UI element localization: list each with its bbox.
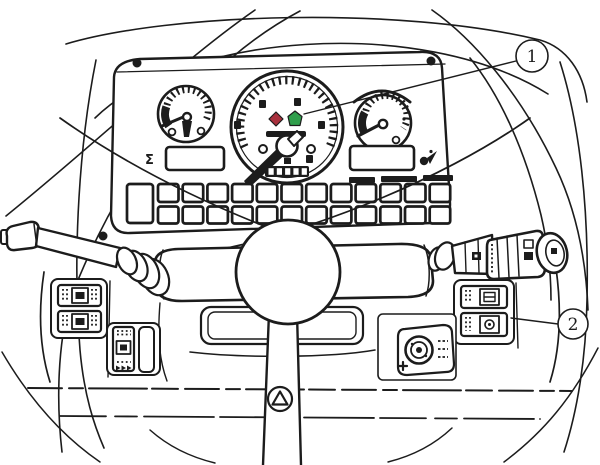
callout-1-label: 1 — [527, 47, 538, 67]
temperature-gauge-hood — [352, 89, 412, 104]
right-switch-panel — [453, 279, 515, 345]
temperature-gauge-band — [358, 110, 369, 136]
fuel-gauge-pivot-base — [182, 121, 192, 137]
left-display-window — [164, 145, 226, 172]
steering-hub-cover — [234, 218, 342, 326]
fuel-gauge-hub — [181, 111, 193, 123]
fuel-gauge-band — [161, 105, 173, 129]
fender-arc-left — [1, 351, 101, 463]
tachometer-ticks — [235, 75, 339, 149]
right-rocker-switch-upper — [459, 284, 509, 310]
stalk-collar — [485, 229, 547, 281]
collar-mark-filled — [524, 252, 533, 260]
temperature-gauge — [352, 89, 413, 153]
switch-icon — [479, 315, 500, 334]
tachometer — [229, 69, 345, 188]
fuel-gauge — [156, 84, 216, 144]
warning-light-grid — [125, 182, 452, 225]
key-position-marks — [438, 340, 448, 358]
panel-top-trim-line — [116, 63, 446, 73]
callout-1-leader-line — [303, 60, 517, 115]
fuel-gauge-screw-right — [196, 126, 206, 136]
instrument-panel: Σ — [98, 50, 453, 241]
temperature-gauge-screw — [391, 135, 401, 145]
switch-icon — [71, 313, 89, 330]
hazard-button — [266, 385, 294, 413]
ignition-cross-mark — [397, 360, 409, 372]
callout-1-circle — [515, 39, 549, 73]
left-control-stalk — [0, 220, 171, 297]
red-warning-light — [268, 111, 284, 127]
left-switch-panel — [50, 278, 108, 339]
right-rocker-switch-lower — [459, 311, 509, 338]
collar-mark-outline — [523, 239, 534, 249]
temperature-gauge-dot — [402, 117, 406, 121]
switch-arrow-marks — [116, 365, 132, 371]
callout-2-circle — [557, 308, 589, 340]
stalk-boot — [427, 241, 457, 272]
warning-light-tall-cell — [125, 182, 155, 225]
ignition-panel — [377, 313, 457, 381]
key-switch-icon — [404, 335, 434, 365]
tachometer-screw-right — [306, 144, 316, 154]
tachometer-needle-counterweight — [287, 130, 304, 147]
warning-triangle-icon — [271, 390, 289, 406]
panel-screw-bottom-left — [98, 231, 108, 241]
fender-arc-right — [503, 347, 599, 463]
switch-icon — [479, 288, 500, 306]
callouts: 1 2 — [303, 39, 589, 340]
temperature-gauge-ticks — [362, 91, 411, 131]
green-indicator-light — [287, 110, 303, 127]
right-control-stalk — [427, 229, 569, 281]
panel-screw-top-right — [426, 56, 436, 66]
oil-can-icon — [419, 149, 437, 166]
fuel-gauge-ticks — [163, 86, 212, 121]
left-rocker-switch-lower — [56, 309, 103, 334]
panel-screw-top-left — [132, 58, 142, 68]
switch-icon — [71, 287, 89, 304]
tachometer-screw-left — [258, 144, 268, 154]
callout-2-leader-line — [510, 317, 559, 325]
hour-meter-digits — [268, 168, 307, 175]
right-display-window — [348, 144, 416, 172]
lower-left-switch-panel — [106, 322, 161, 376]
vertical-rocker-switch — [111, 325, 136, 373]
right-display — [348, 144, 437, 172]
temperature-gauge-hub — [377, 118, 389, 130]
stalk-boot — [115, 246, 171, 297]
tachometer-lower-mark — [284, 158, 291, 164]
blank-switch-slot — [138, 326, 155, 373]
wheel-rim-bottom-right — [387, 427, 453, 463]
wheel-rim-bottom-left — [149, 429, 216, 464]
callout-2-label: 2 — [568, 315, 579, 335]
fuel-gauge-screw-left — [167, 127, 177, 137]
left-display: Σ — [145, 145, 226, 172]
tachometer-scale-numbers — [234, 98, 325, 163]
switch-icon — [115, 340, 132, 355]
temperature-gauge-needle — [356, 122, 383, 138]
left-rocker-switch-upper — [56, 283, 103, 308]
sigma-total-icon: Σ — [145, 153, 154, 168]
